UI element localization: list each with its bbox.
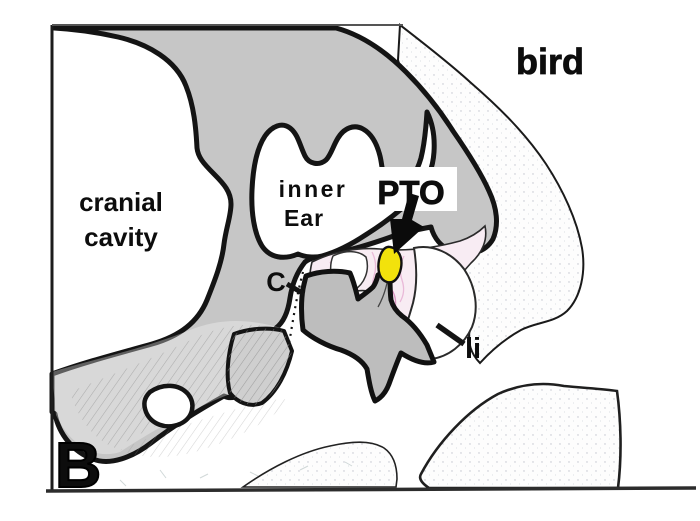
hatched-bone-wedge-hatch xyxy=(227,328,292,405)
cartilage-dotted-line xyxy=(287,271,305,345)
bottom-middle-bone-hump xyxy=(240,441,398,488)
c-label-leader xyxy=(285,281,306,297)
cranial-cavity-label-line1: cranial xyxy=(79,187,163,217)
faint-texture-marks xyxy=(119,461,353,487)
li-label-leader xyxy=(435,322,466,347)
pto-label: PTO xyxy=(377,174,444,211)
bone-hook-curl xyxy=(142,383,195,429)
pto-arrow xyxy=(390,193,424,254)
frame-bottom xyxy=(45,486,697,493)
ligament-label: li xyxy=(465,333,481,365)
columella-footplate xyxy=(299,268,437,404)
cranial-cavity-label-line2: cavity xyxy=(84,222,158,252)
inner-ear-label-line1: inner xyxy=(279,176,348,202)
cartilage-label: C xyxy=(266,267,286,297)
inner-ear-label-line2: Ear xyxy=(284,205,324,231)
bone-hatching-lower xyxy=(120,399,290,458)
pto-organ-spot xyxy=(377,245,403,284)
species-label: bird xyxy=(516,41,584,82)
pto-organ-stem xyxy=(377,282,388,308)
panel-label: B xyxy=(55,429,101,501)
